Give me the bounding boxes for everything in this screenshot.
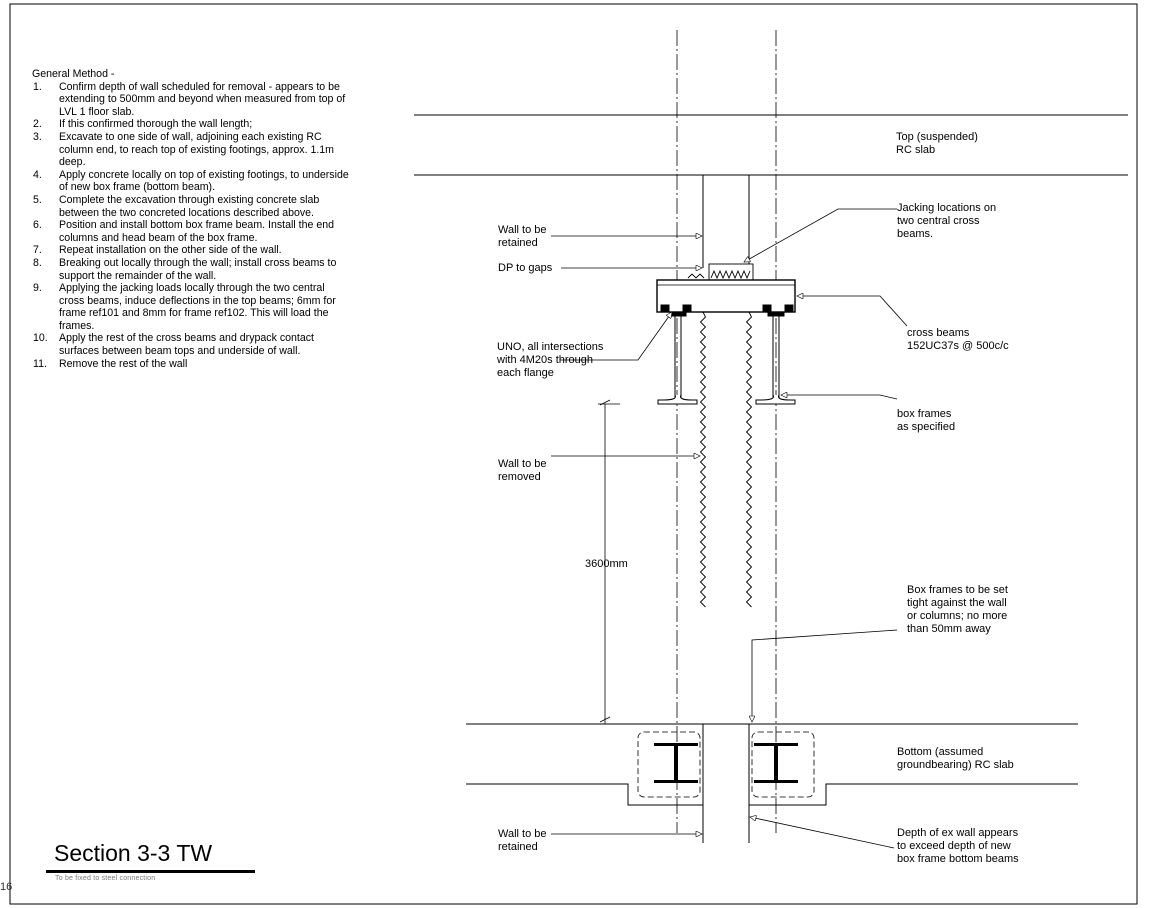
method-step-number: 3. — [33, 130, 42, 143]
method-step: 2. If this confirmed thorough the wall le… — [32, 118, 352, 131]
jacking-block — [687, 263, 754, 281]
cross-beam — [656, 279, 796, 317]
method-step-text: Complete the excavation through existing… — [59, 193, 320, 219]
method-step-number: 5. — [33, 193, 42, 206]
leader-lines — [551, 208, 908, 849]
label-dp-to-gaps: DP to gaps — [498, 262, 553, 274]
bottom-beam-right — [751, 731, 815, 798]
bottom-beam-left — [637, 731, 701, 798]
method-step-text: Apply concrete locally on top of existin… — [59, 168, 349, 194]
method-step-text: Repeat installation on the other side of… — [59, 244, 282, 257]
method-step: 9. Applying the jacking loads locally thr… — [32, 282, 352, 332]
label-dimension-3600: 3600mm — [585, 558, 628, 570]
sheet-number: 16 — [0, 881, 13, 893]
label-wall-retained-bottom: Wall to be retained — [498, 828, 547, 853]
title-underline — [46, 870, 255, 873]
label-box-frames: box frames as specified — [897, 408, 956, 433]
wall-retained-lower — [702, 724, 750, 843]
section-title: Section 3-3 TW — [54, 840, 213, 866]
method-step-text: Apply the rest of the cross beams and dr… — [59, 332, 314, 358]
method-step-text: Breaking out locally through the wall; i… — [59, 256, 337, 282]
label-wall-retained-top: Wall to be retained — [498, 224, 547, 249]
general-method-heading: General Method - — [32, 68, 115, 80]
method-step: 6. Position and install bottom box frame … — [32, 219, 352, 244]
bottom-slab — [466, 723, 1078, 806]
label-uno-bolts: UNO, all intersections with 4M20s throug… — [497, 341, 604, 379]
column-centrelines — [676, 30, 777, 833]
method-step-number: 6. — [33, 219, 42, 232]
label-depth-note: Depth of ex wall appears to exceed depth… — [897, 827, 1019, 865]
label-wall-removed: Wall to be removed — [498, 458, 547, 483]
wall-to-be-removed — [699, 311, 753, 608]
method-steps-list: 1. Confirm depth of wall scheduled for re… — [32, 81, 352, 371]
label-jacking-locations: Jacking locations on two central cross b… — [897, 202, 997, 240]
method-step-text: Excavate to one side of wall, adjoining … — [59, 130, 335, 169]
method-step-text: Remove the rest of the wall — [59, 357, 188, 370]
method-step-text: If this confirmed thorough the wall leng… — [59, 118, 253, 131]
method-step-number: 10. — [33, 332, 48, 345]
label-cross-beams: cross beams 152UC37s @ 500c/c — [907, 327, 1009, 352]
method-step: 10. Apply the rest of the cross beams and… — [32, 332, 352, 357]
label-box-set-tight: Box frames to be set tight against the w… — [907, 584, 1008, 635]
method-step-number: 2. — [33, 118, 42, 131]
method-step-number: 7. — [33, 244, 42, 257]
sheet-border — [9, 3, 1138, 905]
wall-retained-upper — [702, 175, 750, 268]
section-subtitle: To be fixed to steel connection — [55, 875, 156, 882]
method-step: 1. Confirm depth of wall scheduled for re… — [32, 81, 352, 119]
method-step-number: 1. — [33, 80, 42, 93]
box-frame-columns — [657, 316, 796, 405]
method-step: 7. Repeat installation on the other side … — [32, 244, 352, 257]
method-step: 5. Complete the excavation through existi… — [32, 194, 352, 219]
method-step-number: 8. — [33, 256, 42, 269]
general-method-notes: General Method - 1. Confirm depth of wall… — [32, 68, 352, 370]
method-step: 4. Apply concrete locally on top of exist… — [32, 169, 352, 194]
top-slab — [414, 114, 1128, 176]
method-step-text: Applying the jacking loads locally throu… — [59, 282, 336, 332]
dimension-3600 — [598, 399, 620, 724]
method-step-number: 11. — [33, 357, 47, 370]
method-step-number: 9. — [33, 282, 42, 295]
label-top-slab: Top (suspended) RC slab — [896, 131, 978, 156]
label-bottom-slab: Bottom (assumed groundbearing) RC slab — [897, 746, 1014, 771]
method-step: 8. Breaking out locally through the wall;… — [32, 257, 352, 282]
method-step: 11. Remove the rest of the wall — [32, 358, 352, 371]
method-step-text: Confirm depth of wall scheduled for remo… — [59, 80, 346, 118]
method-step-text: Position and install bottom box frame be… — [59, 219, 335, 244]
method-step: 3. Excavate to one side of wall, adjoinin… — [32, 131, 352, 169]
method-step-number: 4. — [33, 168, 42, 181]
